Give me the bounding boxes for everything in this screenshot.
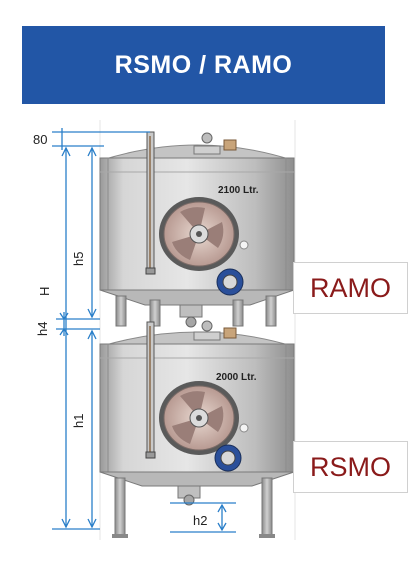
header-banner: RSMO / RAMO (22, 26, 385, 104)
dim-h2-label: h2 (193, 513, 207, 528)
valve-icon (214, 444, 242, 472)
rsmo-label-text: RSMO (310, 451, 391, 482)
manway-door-icon (159, 197, 239, 271)
page-title: RSMO / RAMO (114, 50, 293, 79)
rsmo-label: RSMO (293, 441, 408, 493)
manway-door-icon (159, 381, 239, 455)
valve-icon (216, 268, 244, 296)
bottom-tank-legs (112, 477, 275, 538)
top-tank-legs (115, 295, 277, 328)
dim-h5-label: h5 (71, 252, 86, 266)
dimension-lines (52, 128, 236, 533)
top-tank-capacity: 2100 Ltr. (218, 185, 259, 196)
dim-H-label: H (37, 287, 52, 296)
top-tank: 2100 Ltr. (99, 132, 295, 306)
dim-80-label: 80 (33, 132, 47, 147)
dim-h4-label: h4 (35, 322, 50, 336)
bottom-tank: 2000 Ltr. (99, 320, 295, 487)
ramo-label-text: RAMO (310, 272, 391, 303)
ramo-label: RAMO (293, 262, 408, 314)
dim-h1-label: h1 (71, 414, 86, 428)
bottom-tank-capacity: 2000 Ltr. (216, 372, 257, 383)
